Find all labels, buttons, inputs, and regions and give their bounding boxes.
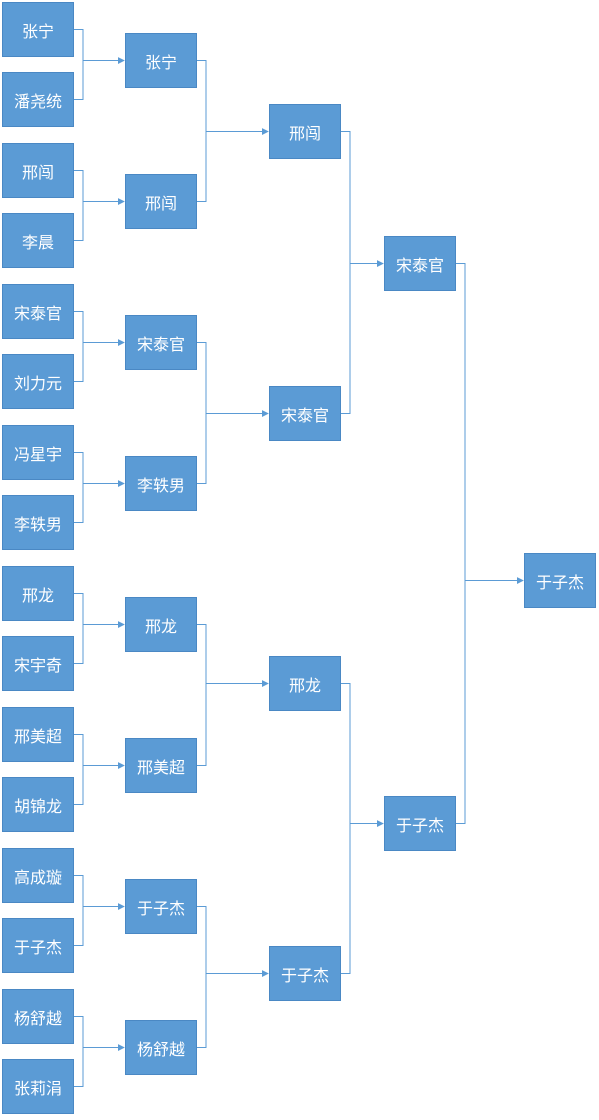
round1-player-11: 邢美超 [2, 707, 74, 762]
round1-player-9: 邢龙 [2, 566, 74, 621]
round2-winner-6: 邢美超 [125, 738, 197, 793]
champion-box: 于子杰 [524, 553, 596, 608]
round2-winner-8: 杨舒越 [125, 1020, 197, 1075]
round4-winner-1: 宋泰官 [384, 236, 456, 291]
round3-winner-3: 邢龙 [269, 656, 341, 711]
round1-player-6: 刘力元 [2, 354, 74, 409]
round2-winner-7: 于子杰 [125, 879, 197, 934]
round1-player-10: 宋宇奇 [2, 636, 74, 691]
round1-player-4: 李晨 [2, 213, 74, 268]
round2-winner-4: 李轶男 [125, 456, 197, 511]
round1-player-15: 杨舒越 [2, 989, 74, 1044]
round1-player-7: 冯星宇 [2, 425, 74, 480]
round2-winner-2: 邢闯 [125, 174, 197, 229]
round1-player-14: 于子杰 [2, 918, 74, 973]
round3-winner-4: 于子杰 [269, 946, 341, 1001]
round2-winner-3: 宋泰官 [125, 315, 197, 370]
round2-winner-5: 邢龙 [125, 597, 197, 652]
round1-player-2: 潘尧统 [2, 72, 74, 127]
round1-player-16: 张莉涓 [2, 1059, 74, 1114]
round1-player-13: 高成璇 [2, 848, 74, 903]
round1-player-1: 张宁 [2, 2, 74, 57]
round4-winner-2: 于子杰 [384, 796, 456, 851]
round1-player-5: 宋泰官 [2, 284, 74, 339]
round3-winner-2: 宋泰官 [269, 386, 341, 441]
round1-player-12: 胡锦龙 [2, 777, 74, 832]
round3-winner-1: 邢闯 [269, 104, 341, 159]
round1-player-8: 李轶男 [2, 495, 74, 550]
round2-winner-1: 张宁 [125, 33, 197, 88]
round1-player-3: 邢闯 [2, 143, 74, 198]
